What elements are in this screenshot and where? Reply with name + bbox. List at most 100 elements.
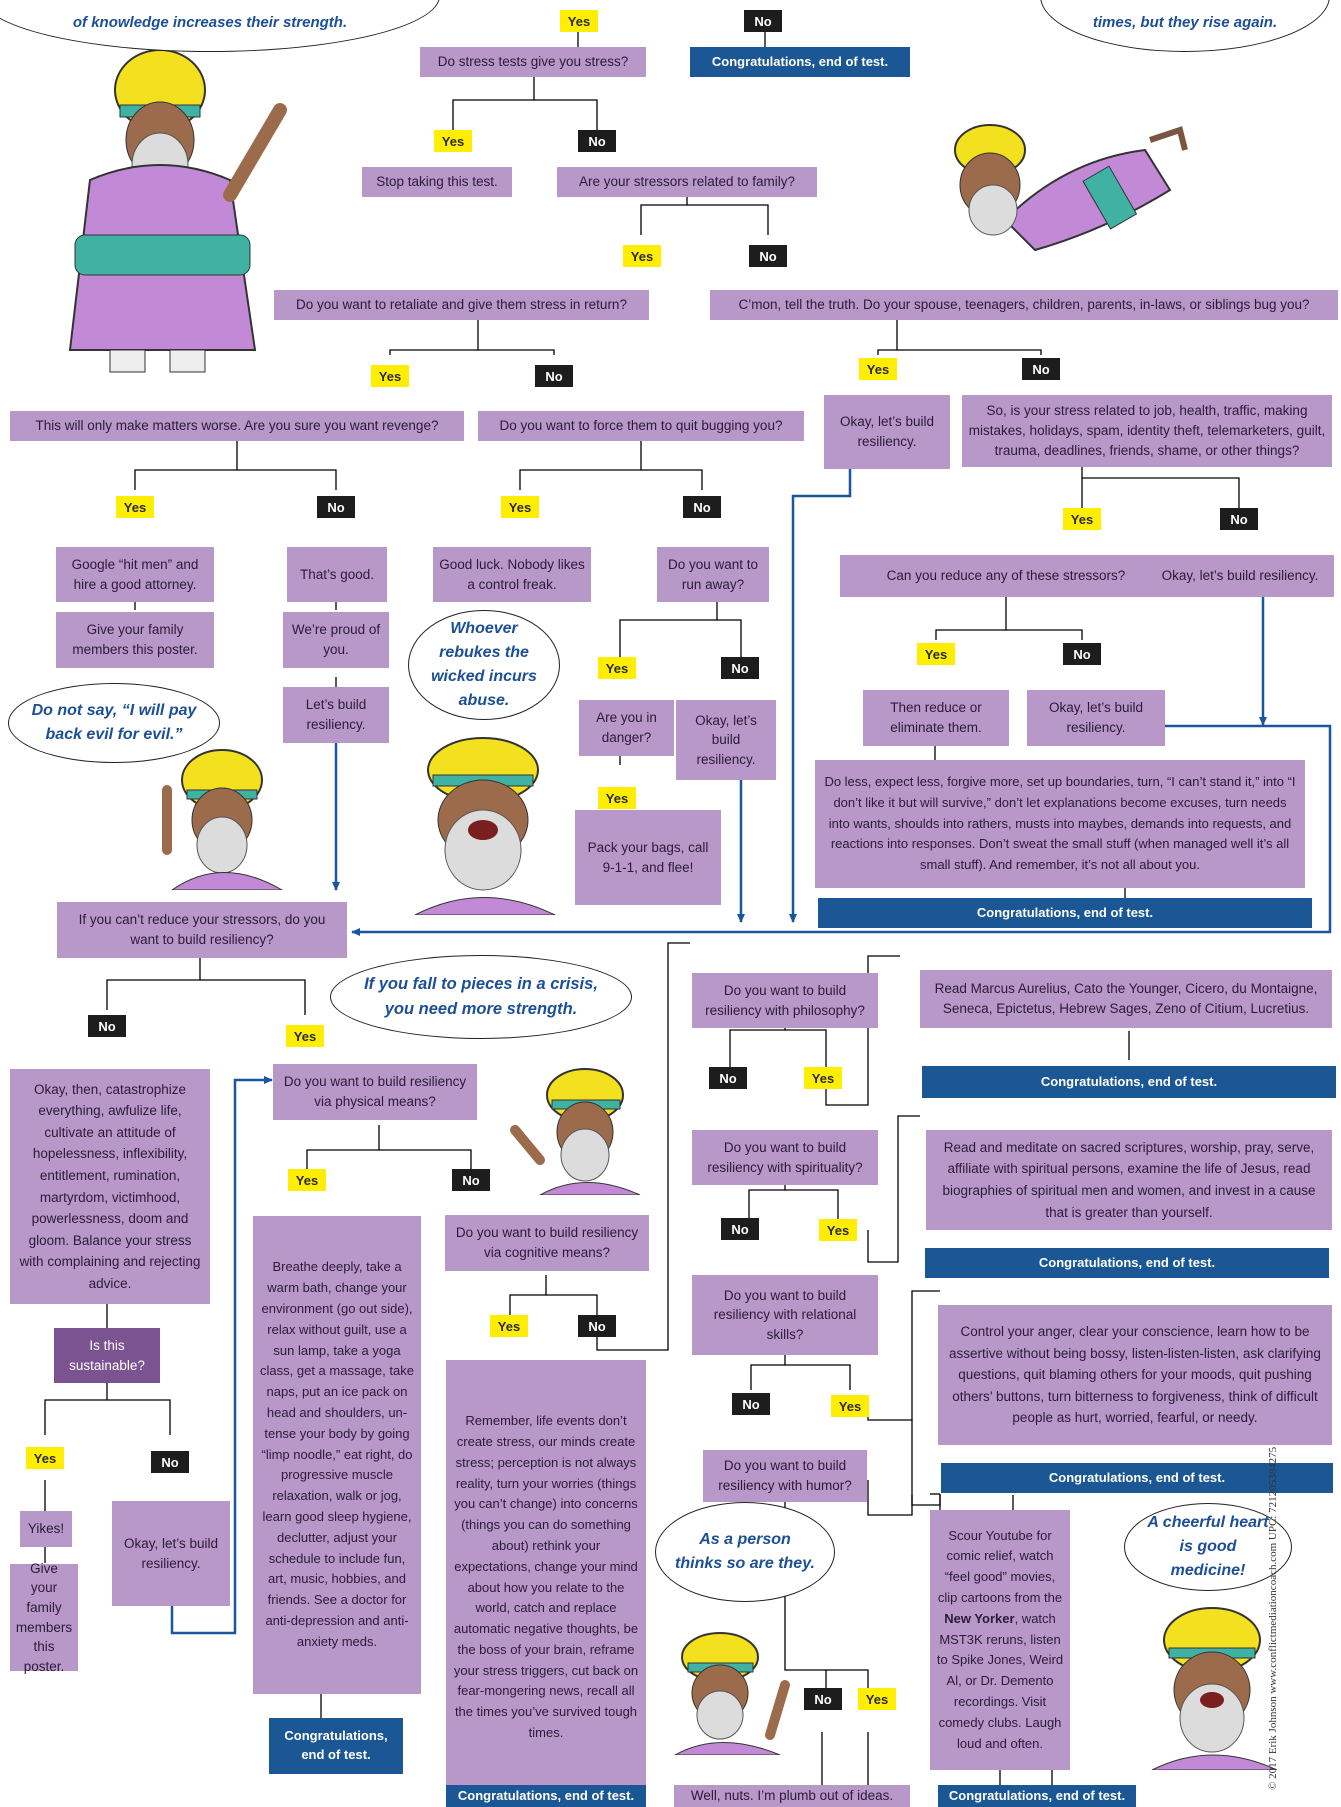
bubble-pieces: If you fall to pieces in a crisis, you n… <box>330 955 632 1039</box>
sage-pointing-illustration <box>162 749 283 890</box>
node-good-luck: Good luck. Nobody likes a control freak. <box>433 547 591 602</box>
node-congrats-spirituality: Congratulations, end of test. <box>925 1248 1329 1278</box>
no-label: No <box>709 1067 747 1089</box>
bubble-thinks: As a person thinks so are they. <box>655 1502 835 1602</box>
bubble-text: times, but they rise again. <box>1092 14 1278 32</box>
node-catastrophize: Okay, then, catastrophize everything, aw… <box>10 1069 210 1304</box>
sage-standing-illustration <box>68 49 287 373</box>
node-reduce-q: Can you reduce any of these stressors? <box>840 555 1172 597</box>
no-label: No <box>535 365 573 387</box>
node-congrats-relational: Congratulations, end of test. <box>941 1463 1333 1493</box>
yes-label: Yes <box>831 1395 869 1417</box>
node-read-marcus: Read Marcus Aurelius, Cato the Younger, … <box>920 970 1332 1028</box>
node-build-1: Okay, let’s build resiliency. <box>824 395 950 469</box>
no-label: No <box>578 130 616 152</box>
youtube-text-b: New Yorker <box>944 1610 1015 1626</box>
yes-label: Yes <box>371 365 409 387</box>
yes-label: Yes <box>501 496 539 518</box>
youtube-text-a: Scour Youtube for comic relief, watch “f… <box>937 1527 1063 1605</box>
node-thats-good: That’s good. <box>287 547 387 602</box>
sage-gesturing-illustration <box>510 1068 641 1195</box>
node-build-3: Okay, let’s build resiliency. <box>1146 555 1334 597</box>
node-danger: Are you in danger? <box>579 700 674 756</box>
node-revenge: This will only make matters worse. Are y… <box>10 411 464 441</box>
no-label: No <box>721 1218 759 1240</box>
bubble-cheerful: A cheerful heart is good medicine! <box>1124 1503 1292 1591</box>
node-build-5: Okay, let’s build resiliency. <box>112 1501 230 1606</box>
node-yikes: Yikes! <box>20 1511 72 1547</box>
node-poster-1: Give your family members this poster. <box>56 612 214 668</box>
node-congrats-philosophy: Congratulations, end of test. <box>922 1066 1336 1098</box>
no-label: No <box>1220 508 1258 530</box>
yes-label: Yes <box>288 1169 326 1191</box>
no-label: No <box>452 1169 490 1191</box>
sage-laughing-illustration <box>1151 1607 1278 1770</box>
bubble-text: If you fall to pieces in a crisis, you n… <box>364 975 598 1018</box>
no-label: No <box>578 1315 616 1337</box>
node-poster-2: Give your family members this poster. <box>10 1561 78 1674</box>
bubble-text: of knowledge increases their strength. <box>72 14 348 32</box>
node-cmon: C’mon, tell the truth. Do your spouse, t… <box>710 290 1338 320</box>
youtube-text: Scour Youtube for comic relief, watch “f… <box>936 1526 1064 1755</box>
no-label: No <box>683 496 721 518</box>
no-label: No <box>804 1688 842 1710</box>
node-stop-test: Stop taking this test. <box>362 167 512 197</box>
node-do-less: Do less, expect less, forgive more, set … <box>815 760 1305 888</box>
yes-label: Yes <box>804 1067 842 1089</box>
bubble-text: Whoever rebukes the wicked incurs abuse. <box>431 620 537 709</box>
node-build-4: Okay, let’s build resiliency. <box>1027 690 1165 746</box>
no-label: No <box>749 245 787 267</box>
no-label: No <box>317 496 355 518</box>
yes-label: Yes <box>560 10 598 32</box>
youtube-text-c: , watch MST3K reruns, listen to Spike Jo… <box>936 1610 1064 1751</box>
no-label: No <box>1022 358 1060 380</box>
node-pack-bags: Pack your bags, call 9-1-1, and flee! <box>575 810 721 905</box>
node-congrats-physical: Congratulations, end of test. <box>269 1718 403 1774</box>
node-run-away: Do you want to run away? <box>657 547 769 602</box>
node-cant-reduce: If you can’t reduce your stressors, do y… <box>57 902 347 958</box>
no-label: No <box>88 1015 126 1037</box>
no-label: No <box>732 1393 770 1415</box>
no-label: No <box>744 10 782 32</box>
yes-label: Yes <box>917 643 955 665</box>
yes-label: Yes <box>819 1219 857 1241</box>
yes-label: Yes <box>598 657 636 679</box>
node-relational: Do you want to build resiliency with rel… <box>692 1275 878 1355</box>
bubble-rebukes: Whoever rebukes the wicked incurs abuse. <box>408 610 560 720</box>
yes-label: Yes <box>26 1447 64 1469</box>
bubble-text: A cheerful heart is good medicine! <box>1147 1514 1269 1579</box>
node-congrats-humor: Congratulations, end of test. <box>938 1785 1136 1807</box>
bubble-top-right: times, but they rise again. <box>1040 0 1330 52</box>
sage-shouting-illustration <box>414 737 556 915</box>
node-sustainable: Is this sustainable? <box>54 1328 160 1383</box>
node-proud: We’re proud of you. <box>283 612 389 668</box>
node-congrats-top: Congratulations, end of test. <box>690 47 910 77</box>
no-label: No <box>1063 643 1101 665</box>
yes-label: Yes <box>623 245 661 267</box>
node-build-2: Okay, let’s build resiliency. <box>676 700 776 780</box>
node-humor: Do you want to build resiliency with hum… <box>703 1450 867 1502</box>
node-family: Are your stressors related to family? <box>557 167 817 197</box>
node-philosophy: Do you want to build resiliency with phi… <box>692 973 878 1028</box>
yes-label: Yes <box>286 1025 324 1047</box>
node-retaliate: Do you want to retaliate and give them s… <box>274 290 649 320</box>
node-congrats-mid: Congratulations, end of test. <box>818 898 1312 928</box>
node-remember: Remember, life events don’t create stres… <box>446 1360 646 1795</box>
yes-label: Yes <box>434 130 472 152</box>
node-physical: Do you want to build resiliency via phys… <box>273 1064 477 1120</box>
yes-label: Yes <box>859 358 897 380</box>
yes-label: Yes <box>598 787 636 809</box>
yes-label: Yes <box>116 496 154 518</box>
sage-thinking-illustration <box>673 1632 790 1755</box>
sage-lying-illustration <box>954 124 1188 252</box>
node-meditate: Read and meditate on sacred scriptures, … <box>926 1130 1332 1230</box>
bubble-evil: Do not say, “I will pay back evil for ev… <box>8 683 220 763</box>
node-reduce-them: Then reduce or eliminate them. <box>863 690 1009 746</box>
node-cognitive: Do you want to build resiliency via cogn… <box>445 1215 649 1271</box>
node-breathe: Breathe deeply, take a warm bath, change… <box>253 1216 421 1694</box>
node-hitmen: Google “hit men” and hire a good attorne… <box>56 547 214 602</box>
node-force-quit: Do you want to force them to quit buggin… <box>478 411 804 441</box>
node-spirituality: Do you want to build resiliency with spi… <box>692 1130 878 1185</box>
node-lets-build: Let’s build resiliency. <box>283 687 389 743</box>
node-youtube: Scour Youtube for comic relief, watch “f… <box>930 1510 1070 1770</box>
